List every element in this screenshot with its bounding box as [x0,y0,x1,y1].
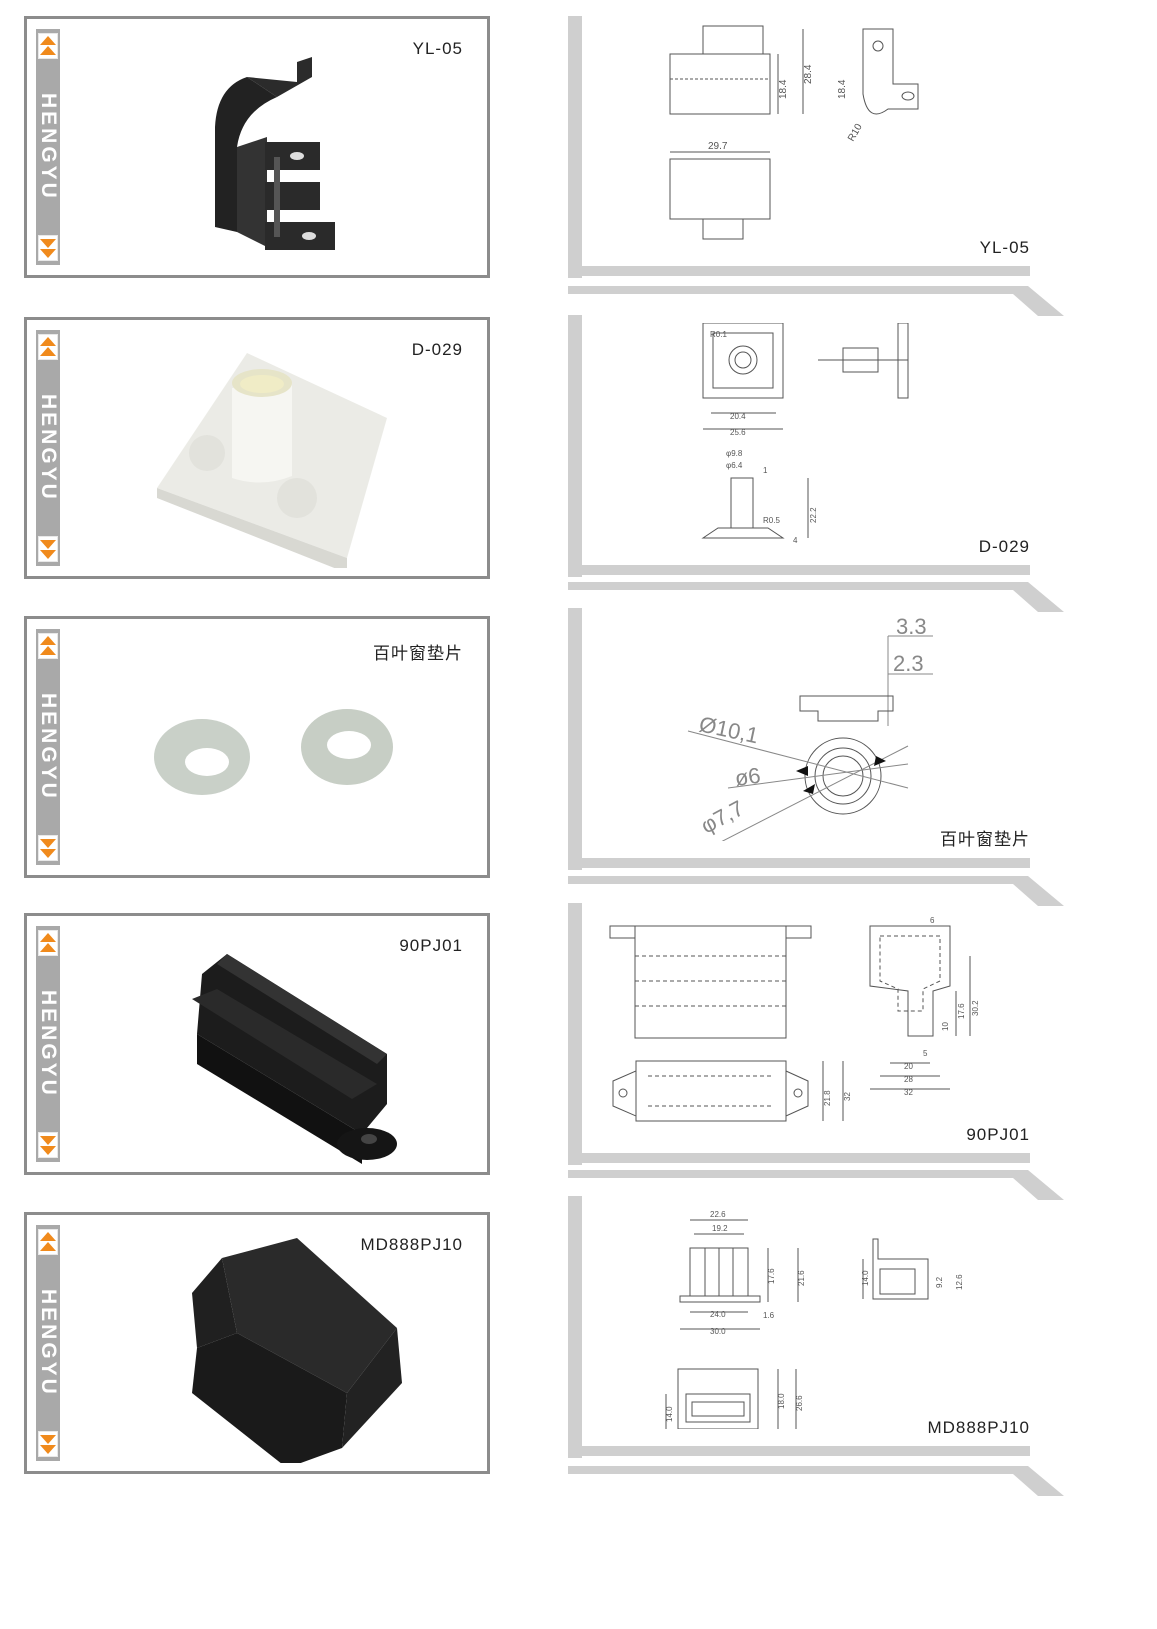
black-block-photo [192,954,397,1164]
drawing-panel: 3.3 2.3 Ø10,1 ø6 φ7,7 百叶窗垫片 [568,608,1030,870]
separator-band [568,286,1064,316]
brand-text: HENGYU [37,1289,60,1397]
svg-text:32: 32 [904,1088,913,1097]
technical-drawing: R0.1 20.4 25.6 φ9.8 φ6.4 1 R0.5 22.2 4 [701,323,909,545]
svg-text:Ø10,1: Ø10,1 [697,711,761,748]
svg-text:1.6: 1.6 [763,1311,775,1320]
arrow-up-icon [38,930,58,956]
product-card-washer: HENGYU 百叶窗垫片 [24,616,490,878]
product-card-90pj01: HENGYU 90PJ01 [24,913,490,1175]
arrow-up-icon [38,334,58,360]
black-cap-photo [192,1238,402,1463]
svg-text:12.6: 12.6 [955,1274,964,1290]
brand-strip: HENGYU [36,926,60,1162]
svg-text:25.6: 25.6 [730,428,746,437]
svg-text:30.0: 30.0 [710,1327,726,1336]
technical-drawing: 22.6 19.2 17.6 21.6 24.0 30.0 1.6 14.0 9… [665,1210,964,1429]
svg-text:ø6: ø6 [733,763,762,791]
drawing-model-label: 90PJ01 [966,1125,1030,1144]
separator-band [568,1170,1064,1200]
svg-text:20.4: 20.4 [730,412,746,421]
arrow-up-icon [38,633,58,659]
svg-text:5: 5 [923,1049,928,1058]
brand-text: HENGYU [37,693,60,801]
brand-text: HENGYU [37,93,60,201]
svg-text:20: 20 [904,1062,913,1071]
svg-text:R10: R10 [846,122,865,144]
arrow-down-icon [38,235,58,261]
drawing-panel: R0.1 20.4 25.6 φ9.8 φ6.4 1 R0.5 22.2 4 D… [568,315,1030,577]
svg-text:1: 1 [763,466,768,475]
svg-text:26.6: 26.6 [795,1395,804,1411]
brand-strip: HENGYU [36,29,60,265]
svg-text:21.8: 21.8 [823,1090,832,1106]
svg-text:21.6: 21.6 [797,1270,806,1286]
svg-text:18.4: 18.4 [837,79,848,99]
brand-text: HENGYU [37,394,60,502]
corner-bracket-photo [215,57,335,250]
arrow-down-icon [38,536,58,562]
svg-text:2.3: 2.3 [893,651,924,676]
svg-text:9.2: 9.2 [935,1276,944,1288]
svg-text:22.2: 22.2 [809,507,818,523]
ring-washer-photo [154,709,393,795]
drawing-model-label: YL-05 [979,238,1030,257]
arrow-up-icon [38,1229,58,1255]
svg-text:3.3: 3.3 [896,616,927,639]
drawing-model-label: D-029 [978,537,1030,556]
brand-text: HENGYU [37,990,60,1098]
separator-band [568,582,1064,612]
drawing-panel: 18.4 28.4 29.7 18.4 R10 YL-05 [568,16,1030,278]
drawing-model-label: MD888PJ10 [927,1418,1030,1437]
technical-drawing: 3.3 2.3 Ø10,1 ø6 φ7,7 [687,616,933,841]
svg-text:17.6: 17.6 [957,1003,966,1019]
svg-text:19.2: 19.2 [712,1224,728,1233]
model-label: MD888PJ10 [360,1235,463,1254]
svg-text:24.0: 24.0 [710,1310,726,1319]
drawing-panel: 22.6 19.2 17.6 21.6 24.0 30.0 1.6 14.0 9… [568,1196,1030,1458]
technical-drawing: 18.4 28.4 29.7 18.4 R10 [669,25,919,240]
product-card-yl05: HENGYU YL-05 [24,16,490,278]
svg-text:6: 6 [930,916,935,925]
svg-text:φ9.8: φ9.8 [726,449,743,458]
technical-drawing: 21.8 32 6 45 30.2 17.6 10 5 20 28 32 [609,916,980,1122]
svg-text:18.0: 18.0 [777,1393,786,1409]
svg-text:30.2: 30.2 [971,1000,980,1016]
drawing-panel: 21.8 32 6 45 30.2 17.6 10 5 20 28 32 90P… [568,903,1030,1165]
product-card-d029: HENGYU D-029 [24,317,490,579]
svg-text:14.0: 14.0 [665,1406,674,1422]
square-base-sleeve-photo [157,353,387,568]
brand-strip: HENGYU [36,1225,60,1461]
svg-text:32: 32 [843,1092,852,1101]
model-label: D-029 [411,340,463,359]
arrow-down-icon [38,835,58,861]
model-label: 90PJ01 [399,936,463,955]
separator-band [568,1466,1064,1496]
svg-text:28.4: 28.4 [803,64,814,84]
svg-text:29.7: 29.7 [708,141,728,152]
product-card-md888pj10: HENGYU MD888PJ10 [24,1212,490,1474]
svg-text:10: 10 [941,1022,950,1031]
svg-text:4: 4 [793,536,798,545]
svg-text:R0.5: R0.5 [763,516,780,525]
svg-text:22.6: 22.6 [710,1210,726,1219]
svg-text:R0.1: R0.1 [710,330,727,339]
svg-text:17.6: 17.6 [767,1268,776,1284]
svg-text:14.0: 14.0 [861,1270,870,1286]
model-label: 百叶窗垫片 [373,644,463,663]
arrow-down-icon [38,1431,58,1457]
brand-strip: HENGYU [36,330,60,566]
arrow-down-icon [38,1132,58,1158]
svg-text:28: 28 [904,1075,913,1084]
model-label: YL-05 [412,39,463,58]
brand-strip: HENGYU [36,629,60,865]
separator-band [568,876,1064,906]
arrow-up-icon [38,33,58,59]
drawing-model-label: 百叶窗垫片 [940,830,1030,849]
svg-text:18.4: 18.4 [778,79,789,99]
svg-text:φ6.4: φ6.4 [726,461,743,470]
